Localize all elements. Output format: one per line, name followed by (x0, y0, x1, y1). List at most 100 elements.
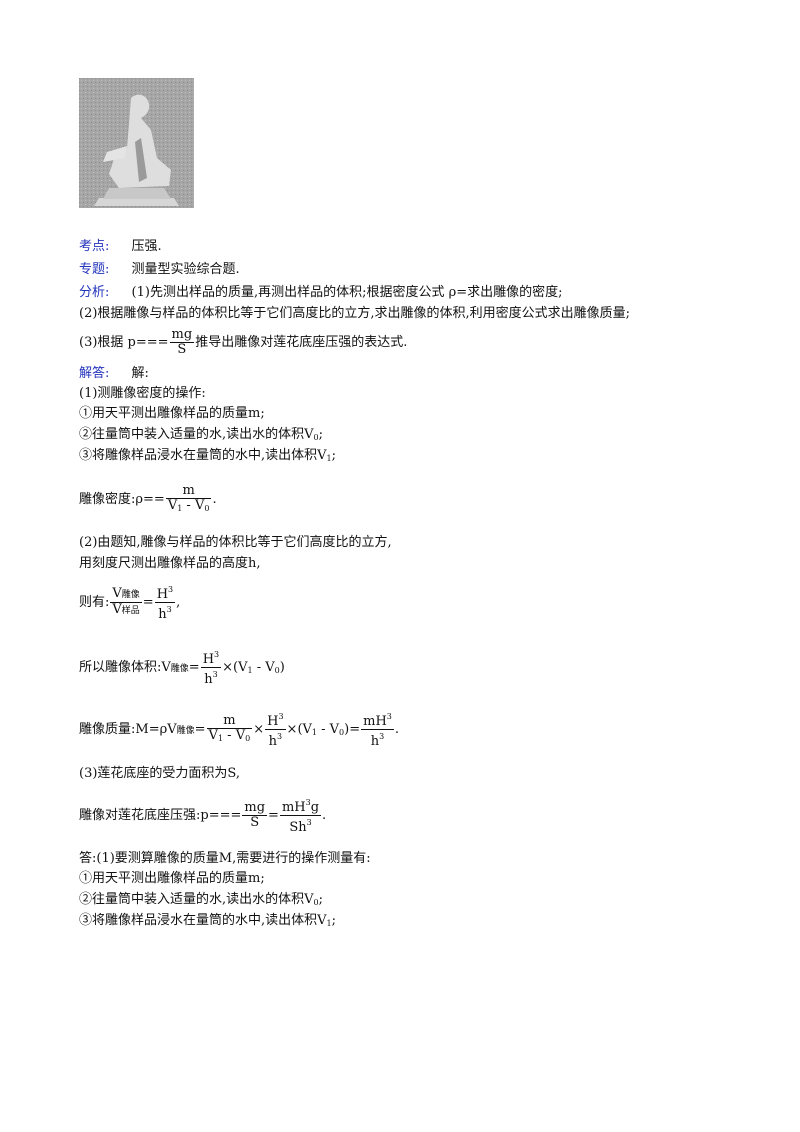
frac-den: S (169, 342, 195, 357)
eq-sign: = (142, 595, 154, 610)
density-pre: 雕像密度:ρ== (79, 492, 165, 507)
fenxi-line1: (1)先测出样品的质量,再测出样品的体积;根据密度公式 ρ=求出雕像的密度; (131, 285, 563, 300)
v0-sub: 0 (339, 728, 345, 737)
jieda-value: 解: (131, 366, 149, 381)
step3-end: ; (331, 448, 337, 463)
minus-sign: - (182, 497, 195, 513)
statue-photo (79, 78, 194, 208)
answer-step1: ①用天平测出雕像样品的质量m; (79, 871, 265, 886)
H-exp: 3 (168, 585, 174, 594)
frac2-den: Sh3 (279, 815, 322, 835)
frac1-num: m (223, 712, 236, 728)
g-symbol: g (310, 800, 320, 815)
period: . (322, 808, 327, 823)
frac1-den: S (242, 815, 268, 830)
fenxi3-post: 推导出雕像对莲花底座压强的表达式. (195, 335, 408, 350)
v1-symbol: V (208, 727, 218, 743)
frac3-den: h3 (361, 729, 394, 749)
H-symbol: H (202, 652, 215, 667)
eq-sign: = (349, 722, 361, 737)
paren-mid: - V (252, 660, 275, 675)
frac2-num: mH3g (280, 796, 321, 815)
frac1-den: V1 - V0 (206, 727, 253, 746)
Sh-symbol: Sh (289, 820, 307, 835)
paren-open: (V (233, 660, 248, 675)
h-exp: 3 (212, 670, 218, 679)
h-exp: 3 (379, 732, 385, 741)
frac2-num: H3 (265, 710, 285, 729)
v0-sub: 0 (245, 733, 251, 743)
H-symbol: H (156, 587, 169, 602)
v0-symbol: V (194, 497, 205, 513)
h-exp: 3 (166, 605, 172, 614)
a3-end: ; (331, 913, 337, 928)
frac-num: mg (171, 327, 193, 342)
jieda-row: 解答: 解: (79, 365, 149, 383)
vol-fraction: H3 h3 (200, 648, 222, 687)
fenxi-row: 分析: (1)先测出样品的质量,再测出样品的体积;根据密度公式 ρ=求出雕像的密… (79, 284, 563, 302)
v0-sub: 0 (274, 666, 280, 675)
kaodian-label: 考点: (79, 239, 110, 254)
answer-line: 答:(1)要测算雕像的质量M,需要进行的操作测量有: (79, 851, 371, 866)
zhuanti-value: 测量型实验综合题. (131, 262, 240, 277)
mH-symbol: mH (363, 714, 387, 729)
H-symbol: H (267, 714, 279, 729)
step2-sub: 0 (313, 433, 319, 442)
paren-close: ) (344, 722, 350, 737)
h-symbol: h (268, 734, 277, 749)
H-exp: 3 (386, 712, 392, 721)
vol-sub: 雕像 (170, 664, 189, 674)
ratio-right-num: H3 (155, 583, 175, 602)
h-exp: 3 (306, 818, 312, 827)
zhuanti-label: 专题: (79, 262, 110, 277)
body-step3: ③将雕像样品浸水在量筒的水中,读出体积V1; (79, 447, 336, 465)
H-exp: 3 (305, 798, 311, 807)
comma: , (176, 595, 181, 610)
eq-sign: = (268, 808, 279, 823)
step3-sub: 1 (326, 454, 332, 463)
ratio-left-num: V雕像 (110, 587, 141, 602)
v1-symbol: V (167, 497, 178, 513)
vol-num: H3 (201, 648, 221, 667)
zhuanti-row: 专题: 测量型实验综合题. (79, 261, 240, 279)
press-pre: 雕像对莲花底座压强:p=== (79, 808, 242, 823)
jieda-label: 解答: (79, 366, 110, 381)
a2-end: ; (318, 892, 324, 907)
h-symbol: h (204, 672, 213, 687)
a2-sub: 0 (313, 898, 319, 907)
h-symbol: h (158, 607, 167, 622)
fenxi3-pre: (3)根据 p=== (79, 335, 169, 350)
vol-pre: 所以雕像体积:V (79, 660, 171, 675)
period: . (212, 492, 217, 507)
h-exp: 3 (276, 732, 283, 741)
body-step2: ②往量筒中装入适量的水,读出水的体积V0; (79, 426, 323, 444)
v1-sub: 1 (177, 503, 183, 513)
mass-pre: 雕像质量:M=ρV (79, 722, 177, 737)
eq-sign: = (194, 722, 206, 737)
mH-symbol: mH (281, 800, 306, 815)
sub-statue: 雕像 (121, 590, 140, 600)
body-p2b: 用刻度尺测出雕像样品的高度h, (79, 556, 261, 571)
times-sign: × (222, 660, 234, 675)
period: . (394, 722, 400, 737)
ratio-right-den: h3 (154, 602, 176, 622)
minus-sign: - (223, 727, 236, 743)
v1-sub: 1 (247, 666, 253, 675)
eq-sign: = (188, 660, 200, 675)
answer-step3: ③将雕像样品浸水在量筒的水中,读出体积V1; (79, 912, 336, 930)
v0-sub: 0 (204, 503, 210, 513)
H-exp: 3 (278, 712, 284, 721)
